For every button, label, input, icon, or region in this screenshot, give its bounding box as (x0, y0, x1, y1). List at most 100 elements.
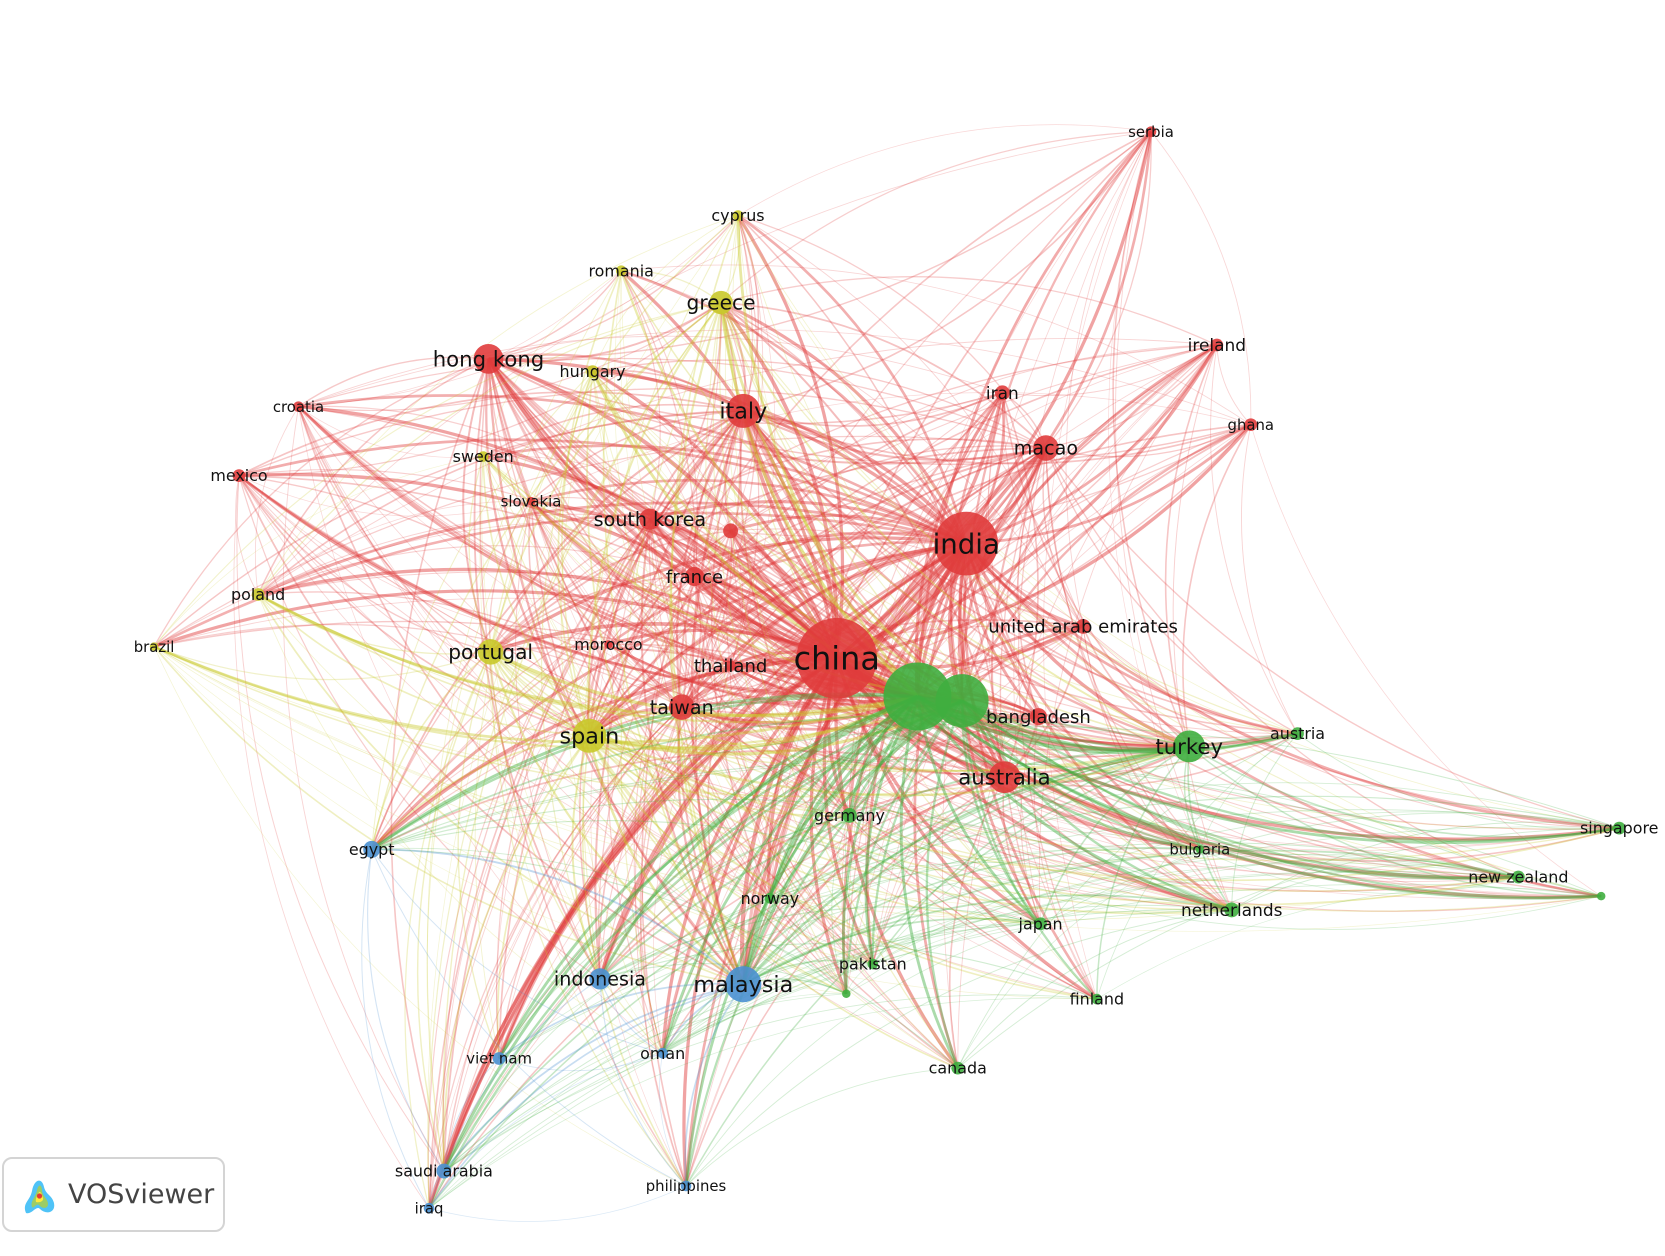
vosviewer-logo[interactable]: VOSviewer (2, 1157, 225, 1232)
node-label[interactable]: japan (1018, 914, 1063, 933)
node-label[interactable]: turkey (1155, 735, 1223, 760)
node-label[interactable]: finland (1070, 990, 1124, 1009)
network-node-croatia[interactable] (293, 401, 304, 412)
node-label[interactable]: romania (589, 261, 654, 280)
node-label[interactable]: indonesia (554, 968, 646, 991)
node-label[interactable]: philippines (646, 1177, 727, 1195)
node-label[interactable]: iran (986, 384, 1019, 404)
node-label[interactable]: hungary (560, 362, 626, 381)
node-label[interactable]: spain (560, 724, 620, 750)
node-label[interactable]: saudi arabia (395, 1162, 493, 1181)
network-node-poland[interactable] (251, 588, 265, 601)
network-node-viet-nam[interactable] (492, 1052, 506, 1065)
node-label[interactable]: hong kong (433, 347, 545, 372)
node-label[interactable]: india (933, 527, 1000, 560)
node-label[interactable]: brazil (134, 638, 175, 656)
node-label[interactable]: new zealand (1468, 868, 1568, 887)
network-node-australia[interactable] (988, 761, 1021, 794)
network-node-indonesia[interactable] (589, 968, 611, 990)
network-node-ireland[interactable] (1210, 338, 1224, 352)
node-label[interactable]: ghana (1228, 416, 1274, 434)
node-label[interactable]: croatia (273, 398, 324, 416)
node-label[interactable]: norway (741, 889, 800, 908)
node-label[interactable]: pakistan (839, 955, 907, 974)
node-label[interactable]: poland (231, 585, 285, 604)
network-node-norway[interactable] (764, 892, 776, 904)
network-node-brazil[interactable] (149, 642, 159, 651)
network-node-canada[interactable] (951, 1061, 965, 1075)
network-node-sweden[interactable] (477, 451, 489, 462)
network-node-oman[interactable] (657, 1047, 668, 1059)
node-label[interactable]: serbia (1128, 123, 1174, 141)
network-node-new-zealand[interactable] (1511, 870, 1525, 884)
network-node[interactable] (935, 674, 989, 728)
network-node-singapore[interactable] (1612, 821, 1626, 835)
node-label[interactable]: canada (929, 1059, 987, 1078)
network-node-india[interactable] (934, 511, 999, 576)
network-node-china[interactable] (796, 617, 878, 699)
node-label[interactable]: viet nam (466, 1050, 532, 1068)
node-label[interactable]: germany (814, 806, 885, 825)
network-node-saudi-arabia[interactable] (436, 1163, 452, 1179)
network-node-hungary[interactable] (586, 365, 599, 378)
node-label[interactable]: australia (958, 766, 1050, 791)
network-node-bulgaria[interactable] (1195, 845, 1205, 854)
network-node-united-arab-emirates[interactable] (1075, 618, 1091, 634)
network-node[interactable] (883, 662, 952, 731)
node-label[interactable]: austria (1270, 724, 1325, 743)
network-node-slovakia[interactable] (526, 496, 536, 506)
network-node-austria[interactable] (1291, 727, 1304, 741)
network-node-cyprus[interactable] (732, 210, 744, 221)
network-node-spain[interactable] (572, 718, 607, 753)
network-node-south-korea[interactable] (639, 508, 661, 530)
network-node[interactable] (842, 989, 851, 999)
network-node-portugal[interactable] (477, 639, 504, 665)
node-label[interactable]: slovakia (501, 492, 562, 510)
node-label[interactable]: italy (719, 399, 767, 425)
node-label[interactable]: france (666, 567, 723, 588)
network-node-bangladesh[interactable] (1029, 708, 1047, 726)
network-node-iran[interactable] (994, 385, 1010, 401)
network-node-morocco[interactable] (604, 640, 613, 649)
node-label[interactable]: cyprus (711, 206, 764, 225)
node-label[interactable]: taiwan (650, 696, 714, 719)
network-node-egypt[interactable] (363, 840, 381, 858)
network-node-mexico[interactable] (232, 469, 246, 483)
network-node-japan[interactable] (1034, 917, 1047, 931)
network-node-ghana[interactable] (1244, 418, 1258, 432)
network-node[interactable] (723, 523, 739, 539)
network-node-taiwan[interactable] (668, 694, 695, 720)
network-node-pakistan[interactable] (867, 958, 879, 970)
node-label[interactable]: bangladesh (986, 707, 1091, 728)
node-label[interactable]: greece (687, 291, 756, 315)
node-label[interactable]: thailand (694, 656, 768, 677)
node-label[interactable]: bulgaria (1169, 841, 1230, 859)
node-label[interactable]: sweden (453, 447, 514, 466)
network-node-romania[interactable] (615, 265, 627, 277)
network-node-greece[interactable] (709, 290, 733, 315)
node-label[interactable]: malaysia (693, 972, 793, 998)
network-node-iraq[interactable] (423, 1202, 435, 1214)
node-label[interactable]: macao (1014, 437, 1078, 460)
node-label[interactable]: singapore (1580, 819, 1658, 838)
network-node-macao[interactable] (1033, 435, 1059, 461)
node-label[interactable]: morocco (574, 635, 642, 654)
node-label[interactable]: united arab emirates (988, 617, 1178, 638)
node-label[interactable]: south korea (594, 508, 706, 531)
network-node-germany[interactable] (842, 807, 857, 823)
node-label[interactable]: mexico (210, 466, 267, 485)
node-label[interactable]: ireland (1188, 336, 1246, 356)
node-label[interactable]: egypt (349, 840, 395, 859)
node-label[interactable]: iraq (415, 1199, 444, 1217)
network-node-hong-kong[interactable] (473, 343, 504, 374)
network-node-serbia[interactable] (1145, 126, 1157, 137)
network-node-philippines[interactable] (680, 1180, 692, 1192)
network-node-finland[interactable] (1091, 993, 1103, 1005)
network-node-turkey[interactable] (1173, 730, 1206, 763)
network-node[interactable] (1596, 891, 1606, 901)
network-node-malaysia[interactable] (725, 966, 762, 1003)
network-node-netherlands[interactable] (1224, 902, 1240, 918)
node-label[interactable]: china (794, 639, 880, 677)
network-node-france[interactable] (684, 566, 705, 587)
